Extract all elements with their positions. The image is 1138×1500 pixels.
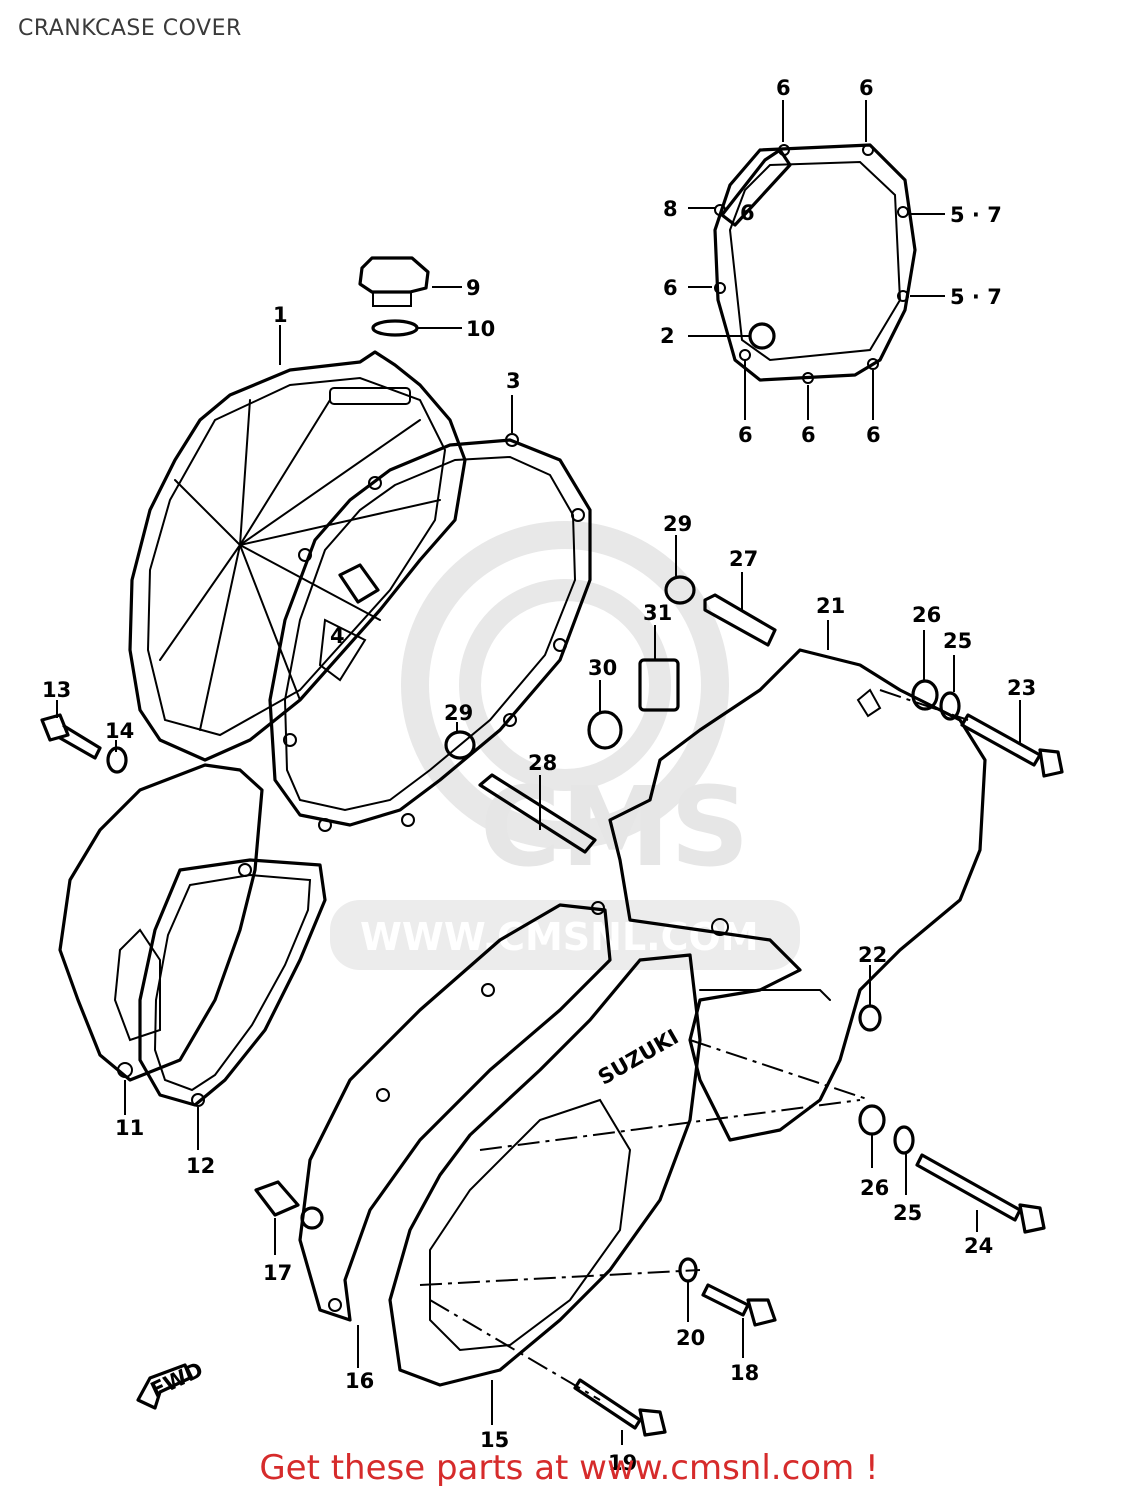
callout-label: 6 <box>740 201 755 225</box>
callout-label: 6 <box>801 423 816 447</box>
callout-label: 23 <box>1007 676 1036 700</box>
callout-label: 29 <box>663 512 692 536</box>
leader-lines <box>56 100 1021 1445</box>
bolt-24 <box>915 1153 1046 1234</box>
generator-cover <box>58 763 264 1082</box>
assembly-line-c <box>429 1299 601 1401</box>
clutch-inspection-cover <box>713 143 917 384</box>
grommet-30 <box>587 710 623 750</box>
clip-31 <box>638 658 680 712</box>
callout-labels: 1 2 3 4 5 · 7 5 · 7 6 6 6 6 6 6 6 8 9 10… <box>42 76 1036 1475</box>
dowel-pin <box>318 563 380 682</box>
callout-label: 20 <box>676 1326 705 1350</box>
footer-promo-link[interactable]: Get these parts at www.cmsnl.com ! <box>259 1448 879 1488</box>
callout-label: 3 <box>506 369 521 393</box>
assembly-line-b <box>419 1269 701 1286</box>
callout-label: 13 <box>42 678 71 702</box>
assembly-line-e <box>879 689 969 721</box>
watermark-url-text: WWW.CMSNL.COM <box>360 915 759 959</box>
collar-28 <box>478 773 597 854</box>
grommet-26-upper <box>911 679 939 711</box>
callout-label: 26 <box>912 603 941 627</box>
collar-27 <box>703 593 777 647</box>
grommet-29-upper <box>664 575 696 605</box>
grommet-29-lower <box>444 730 476 760</box>
fwd-label: FWD <box>147 1357 207 1402</box>
callout-label: 6 <box>776 76 791 100</box>
grommet-26-lower <box>858 1104 886 1136</box>
assembly-line-a <box>479 1099 861 1151</box>
dowel-17 <box>254 1180 300 1217</box>
callout-label: 24 <box>964 1234 993 1258</box>
clutch-cover-gasket <box>268 433 592 832</box>
callout-label: 9 <box>466 276 481 300</box>
callout-label: 25 <box>943 629 972 653</box>
fwd-arrow-icon: FWD <box>136 1357 207 1410</box>
callout-label: 8 <box>663 197 678 221</box>
callout-label: 6 <box>859 76 874 100</box>
callout-label: 5 · 7 <box>950 285 1002 309</box>
callout-label: 30 <box>588 656 617 680</box>
callout-label: 6 <box>663 276 678 300</box>
callout-label: 29 <box>444 701 473 725</box>
suzuki-emboss: SUZUKI <box>594 1025 683 1090</box>
clutch-cover <box>128 350 467 762</box>
callout-label: 22 <box>858 943 887 967</box>
callout-label: 4 <box>330 624 345 648</box>
callout-label: 16 <box>345 1369 374 1393</box>
diagram-title: CRANKCASE COVER <box>18 16 242 41</box>
bolt-19 <box>573 1378 667 1437</box>
callout-label: 14 <box>105 719 134 743</box>
cms-watermark-logo: CMS WWW.CMSNL.COM <box>330 521 800 970</box>
callout-label: 2 <box>660 324 675 348</box>
callout-label: 10 <box>466 317 495 341</box>
callout-label: 12 <box>186 1154 215 1178</box>
starter-clutch-cover: SUZUKI <box>388 953 702 1387</box>
callout-label: 6 <box>866 423 881 447</box>
callout-label: 17 <box>263 1261 292 1285</box>
callout-label: 19 <box>608 1451 637 1475</box>
washer-25-upper <box>939 691 961 721</box>
callout-label: 21 <box>816 594 845 618</box>
callout-label: 5 · 7 <box>950 203 1002 227</box>
callout-label: 15 <box>480 1428 509 1452</box>
callout-label: 1 <box>273 303 288 327</box>
bolt-18 <box>701 1283 777 1327</box>
callout-label: 26 <box>860 1176 889 1200</box>
grommet-22 <box>858 1004 882 1032</box>
callout-label: 18 <box>730 1361 759 1385</box>
sprocket-cover <box>608 648 987 1142</box>
callout-label: 31 <box>643 601 672 625</box>
callout-label: 6 <box>738 423 753 447</box>
callout-label: 27 <box>729 547 758 571</box>
bolt-23 <box>960 713 1064 778</box>
watermark-logo-text: CMS <box>480 763 749 891</box>
generator-cover-gasket <box>138 858 327 1107</box>
callout-label: 28 <box>528 751 557 775</box>
callout-label: 25 <box>893 1201 922 1225</box>
oil-filler-cap <box>358 256 430 337</box>
starter-cover-gasket <box>298 901 612 1322</box>
bolt-13 <box>40 713 102 760</box>
washer-25-lower <box>893 1125 915 1155</box>
callout-label: 11 <box>115 1116 144 1140</box>
assembly-line-d <box>689 1039 871 1101</box>
